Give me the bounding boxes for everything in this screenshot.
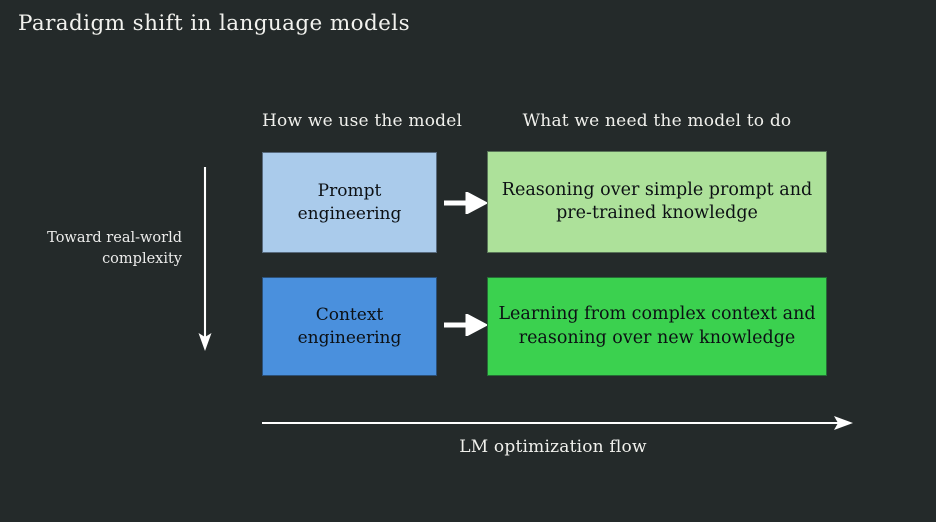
- requirement-line-1: Learning from complex context and: [498, 304, 816, 325]
- approach-line-1: Context: [315, 304, 384, 325]
- approach-line-1: Prompt: [317, 180, 382, 201]
- vertical-axis-label: Toward real-world complexity: [12, 228, 182, 270]
- vertical-axis-label-line-1: Toward real-world: [47, 230, 182, 246]
- requirement-box-text: Reasoning over simple prompt and pre-tra…: [494, 179, 820, 226]
- approach-box-text: Context engineering: [290, 304, 410, 350]
- connector-arrow-row-1: [443, 190, 489, 216]
- vertical-axis-label-line-2: complexity: [102, 251, 182, 268]
- vertical-axis-arrow: [192, 167, 218, 352]
- column-header-how-we-use: How we use the model: [262, 111, 463, 131]
- column-header-what-we-need: What we need the model to do: [522, 111, 792, 131]
- horizontal-flow-label: LM optimization flow: [459, 437, 647, 457]
- arrow-right-icon: [444, 312, 489, 338]
- requirement-line-1: Reasoning over simple prompt and: [501, 179, 813, 200]
- approach-box-prompt-engineering[interactable]: Prompt engineering: [262, 152, 437, 253]
- approach-box-context-engineering[interactable]: Context engineering: [262, 277, 437, 376]
- horizontal-flow-arrow: [262, 410, 854, 436]
- arrow-down-icon: [198, 167, 212, 351]
- requirement-box-reasoning-simple-prompt[interactable]: Reasoning over simple prompt and pre-tra…: [487, 151, 827, 253]
- approach-box-text: Prompt engineering: [290, 180, 410, 226]
- requirement-line-2: pre-trained knowledge: [556, 203, 758, 223]
- requirement-box-learning-complex-context[interactable]: Learning from complex context and reason…: [487, 277, 827, 376]
- page-title: Paradigm shift in language models: [18, 11, 411, 36]
- arrow-right-icon: [262, 416, 853, 430]
- approach-line-2: engineering: [297, 327, 402, 348]
- arrow-right-icon: [444, 190, 489, 216]
- requirement-box-text: Learning from complex context and reason…: [490, 303, 823, 350]
- requirement-line-2: reasoning over new knowledge: [518, 327, 796, 348]
- approach-line-2: engineering: [297, 203, 402, 224]
- connector-arrow-row-2: [443, 312, 489, 338]
